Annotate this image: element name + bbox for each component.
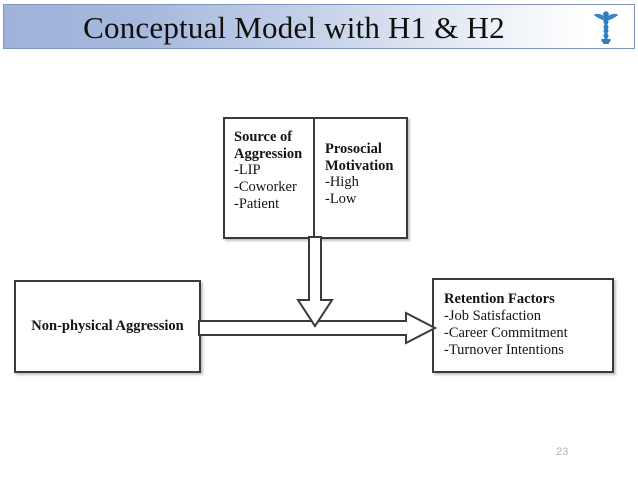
cell-title-text: Prosocial Motivation [325,141,394,174]
list-item: -Turnover Intentions [444,342,564,358]
page-title: Conceptual Model with H1 & H2 [83,10,505,45]
list-item: -LIP [234,162,261,178]
predictor-box: Non-physical Aggression [14,280,201,373]
outcomes-title: Retention Factors [444,291,555,307]
list-item: -High [325,174,359,190]
arrow-predictor-to-outcomes [198,311,438,345]
list-item: -Career Commitment [444,325,568,341]
cell-title-prosocial-motivation: Prosocial Motivation [325,141,406,174]
list-item: -Patient [234,196,280,212]
slide-title-bar: Conceptual Model with H1 & H2 [3,4,635,49]
cell-title-source-of-aggression: Source of Aggression [234,129,313,162]
list-item: -Low [325,191,357,207]
conceptual-model-diagram: Source of Aggression -LIP -Coworker -Pat… [0,50,638,479]
caduceus-icon [592,10,620,46]
page-number: 23 [556,446,569,458]
list-item: -Job Satisfaction [444,308,542,324]
arrow-moderators-to-path [296,236,334,328]
predictor-label: Non-physical Aggression [31,318,184,334]
moderator-cell-prosocial-motivation: Prosocial Motivation -High -Low [315,119,406,237]
cell-list-prosocial-motivation: -High -Low [325,174,406,208]
moderator-cell-source-of-aggression: Source of Aggression -LIP -Coworker -Pat… [225,119,315,237]
outcomes-list: -Job Satisfaction -Career Commitment -Tu… [444,308,612,359]
list-item: -Coworker [234,179,297,195]
cell-list-source-of-aggression: -LIP -Coworker -Patient [234,162,313,213]
cell-title-text: Source of Aggression [234,129,303,162]
moderator-box: Source of Aggression -LIP -Coworker -Pat… [223,117,408,239]
outcomes-box: Retention Factors -Job Satisfaction -Car… [432,278,614,373]
